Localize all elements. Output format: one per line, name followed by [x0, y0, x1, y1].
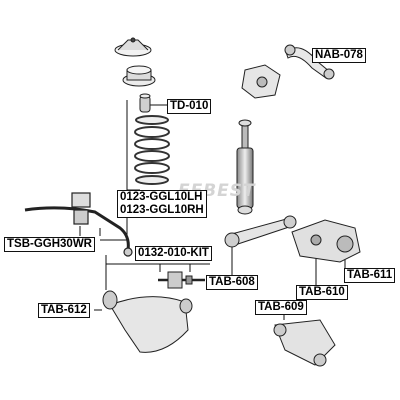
label-0123-ggl10rh: 0123-GGL10RH — [120, 204, 204, 216]
coil-spring-part — [134, 115, 170, 185]
shock-absorber-part — [236, 119, 254, 215]
label-tab-611: TAB-611 — [344, 268, 396, 283]
label-tab-612: TAB-612 — [38, 303, 90, 318]
label-tsb-ggh30wr: TSB-GGH30WR — [4, 237, 95, 252]
knuckle-part — [241, 64, 281, 99]
strut-mount-part — [122, 65, 156, 87]
lateral-link-part — [224, 215, 297, 248]
label-tab-609: TAB-609 — [255, 300, 307, 315]
label-coil-spring: 0123-GGL10LH 0123-GGL10RH — [117, 190, 207, 218]
label-td-010: TD-010 — [167, 99, 212, 114]
top-mount-part — [114, 37, 152, 57]
bolt-kit-part — [158, 271, 205, 289]
upper-arm-part — [284, 44, 335, 80]
hub-carrier-part — [291, 219, 361, 263]
lower-arm-part — [102, 290, 193, 353]
stabilizer-bar-part — [24, 192, 133, 257]
trailing-arm-part — [273, 319, 336, 367]
leader-lines — [79, 54, 346, 320]
label-0123-ggl10lh: 0123-GGL10LH — [120, 191, 203, 203]
bump-stop-part — [139, 93, 151, 113]
label-0132-010-kit: 0132-010-KIT — [135, 246, 212, 261]
label-nab-078: NAB-078 — [312, 48, 366, 63]
label-tab-610: TAB-610 — [296, 285, 348, 300]
label-tab-608: TAB-608 — [206, 275, 258, 290]
